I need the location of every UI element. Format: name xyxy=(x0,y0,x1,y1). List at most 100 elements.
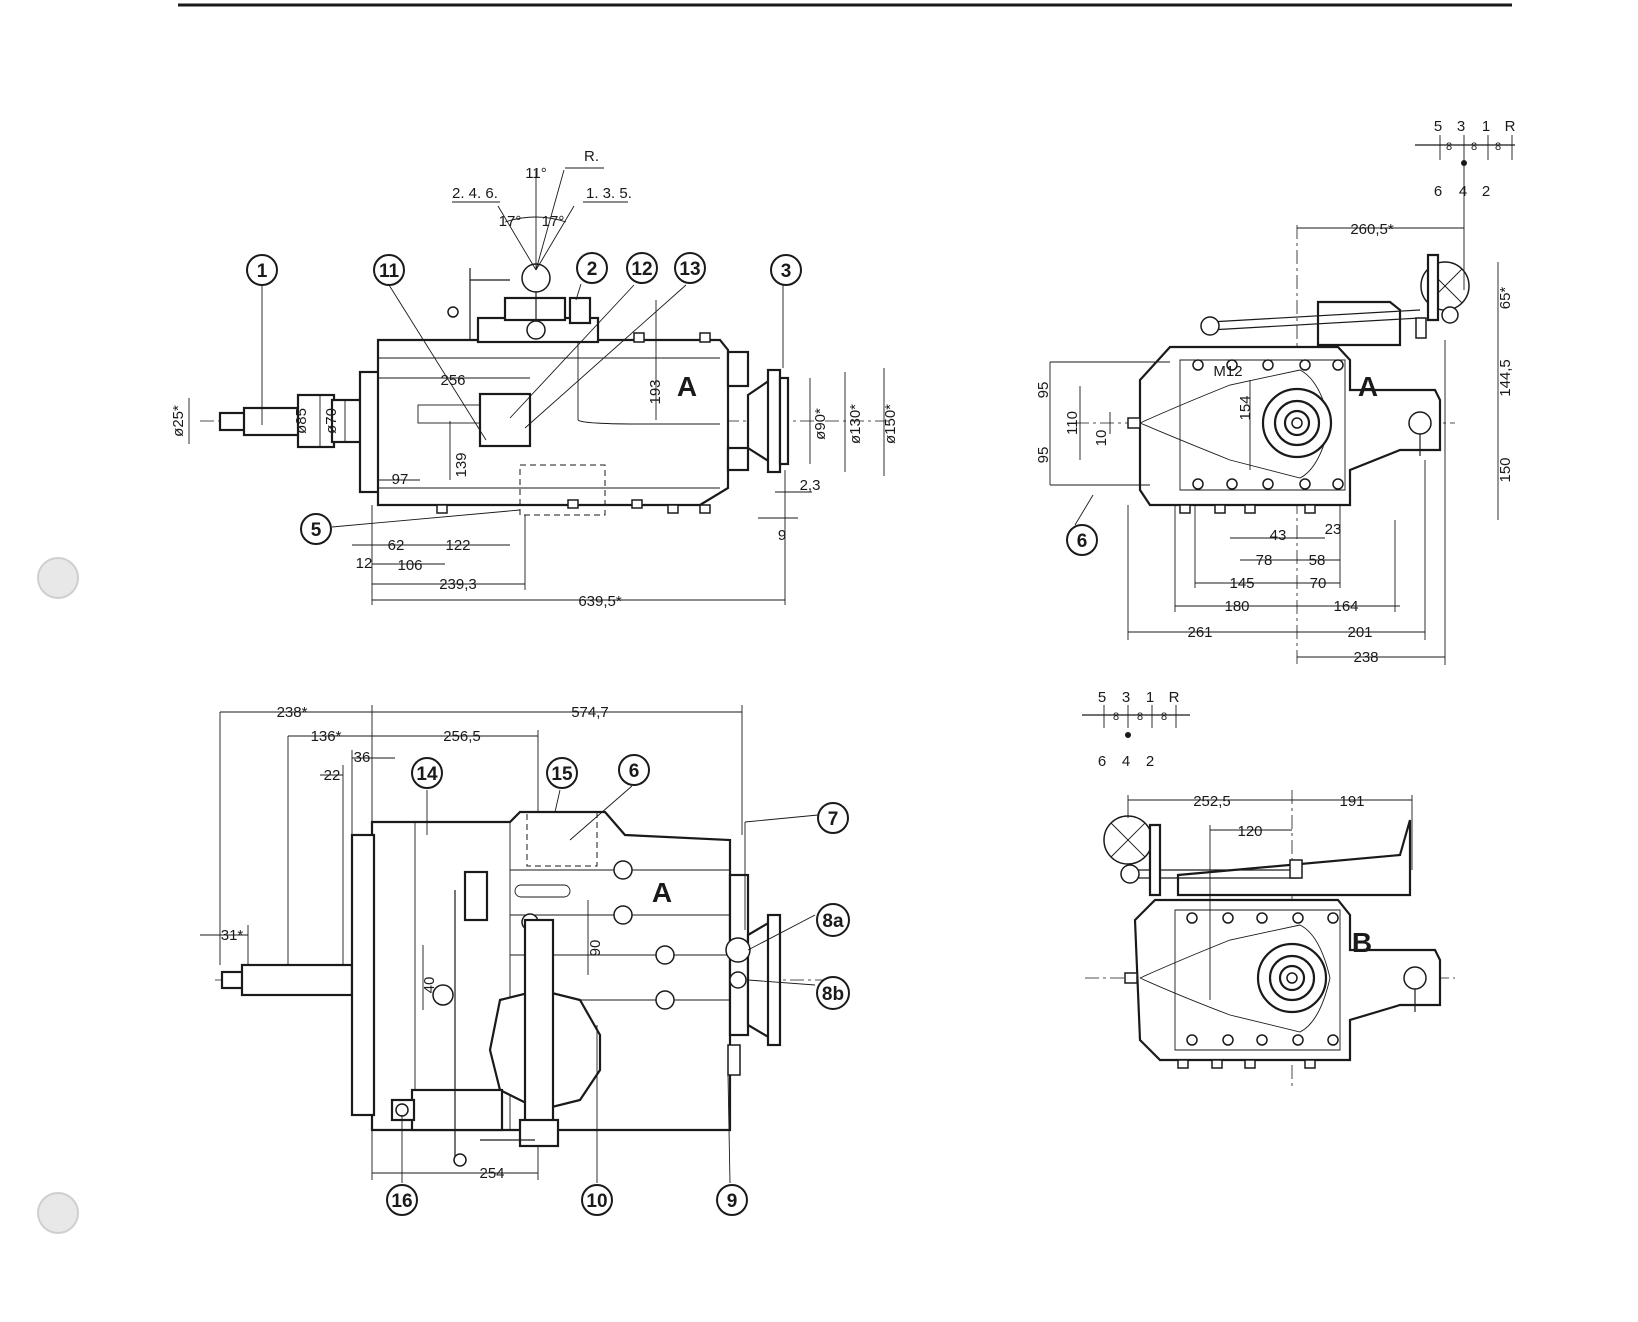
dim-58: 58 xyxy=(1309,552,1326,569)
pattern-bottom-gap-1: 8 xyxy=(1113,711,1119,723)
label-m12: M12 xyxy=(1213,363,1242,380)
callout-12: 12 xyxy=(631,259,652,280)
dim-95-upper: 95 xyxy=(1035,382,1052,399)
dim-97: 97 xyxy=(392,471,409,488)
dim-193: 193 xyxy=(647,379,664,404)
dim-256: 256 xyxy=(440,372,465,389)
pattern-top-6: 6 xyxy=(1434,183,1442,200)
binder-hole-lower xyxy=(37,1192,79,1234)
dim-122: 122 xyxy=(445,537,470,554)
labels-bottom-left: 238* 574,7 136* 256,5 36 22 31* 90 40 25… xyxy=(221,704,850,1216)
dim-95-lower: 95 xyxy=(1035,447,1052,464)
dim-261: 261 xyxy=(1187,624,1212,641)
callouts-top-left: 1 11 2 12 13 3 5 xyxy=(246,252,802,545)
pattern-bottom-r: R xyxy=(1169,689,1180,706)
dim-239-3: 239,3 xyxy=(439,576,477,593)
dim-d150: ø150* xyxy=(882,404,899,444)
view-bottom-right-end xyxy=(1082,705,1455,1090)
dim-201: 201 xyxy=(1347,624,1372,641)
dim-110: 110 xyxy=(1064,411,1081,435)
dim-d25: ø25* xyxy=(170,405,187,437)
housing-letter-top-right: A xyxy=(1358,371,1378,402)
dim-12: 12 xyxy=(356,555,373,572)
dim-d130: ø130* xyxy=(847,404,864,444)
dim-d90: ø90* xyxy=(812,408,829,440)
plate-bolts-top-right xyxy=(1192,359,1344,490)
angle-11: 11° xyxy=(525,165,547,182)
dim-238: 238 xyxy=(1353,649,1378,666)
labels-bottom-right: 5 3 1 R 8 8 8 6 4 2 252,5 191 120 B xyxy=(1098,689,1372,958)
callout-13: 13 xyxy=(679,259,700,280)
dim-639-5: 639,5* xyxy=(578,593,622,610)
pattern-top-gap-3: 8 xyxy=(1495,141,1501,153)
dim-d85: ø85 xyxy=(293,408,310,434)
callout-6-bottom: 6 xyxy=(629,761,640,782)
view-bottom-left-plan xyxy=(200,705,830,1184)
housing-letter-top-left: A xyxy=(677,371,697,402)
callout-16: 16 xyxy=(391,1191,412,1212)
dim-31: 31* xyxy=(221,927,244,944)
dim-260-5: 260,5* xyxy=(1350,221,1394,238)
dim-256-5: 256,5 xyxy=(443,728,481,745)
callout-6-top: 6 xyxy=(1077,531,1088,552)
pattern-top-1: 1 xyxy=(1482,118,1490,135)
pattern-top-r: R xyxy=(1505,118,1516,135)
pattern-top-gap-1: 8 xyxy=(1446,141,1452,153)
dim-36: 36 xyxy=(354,749,371,766)
callout-1: 1 xyxy=(257,261,268,282)
dim-574-7: 574,7 xyxy=(571,704,609,721)
dim-252-5: 252,5 xyxy=(1193,793,1231,810)
lever-label-246: 2. 4. 6. xyxy=(452,185,498,202)
lever-label-135: 1. 3. 5. xyxy=(586,185,632,202)
dim-40: 40 xyxy=(421,977,438,994)
binder-hole-upper xyxy=(37,557,79,599)
pattern-top-5: 5 xyxy=(1434,118,1442,135)
callout-7: 7 xyxy=(828,809,839,830)
callout-10: 10 xyxy=(586,1191,607,1212)
dim-180: 180 xyxy=(1224,598,1249,615)
dim-2-3: 2,3 xyxy=(800,477,821,494)
callout-9: 9 xyxy=(727,1191,738,1212)
housing-letter-bottom-left: A xyxy=(652,877,672,908)
dim-22: 22 xyxy=(324,767,341,784)
dim-d70: ø70 xyxy=(323,408,340,434)
dim-10: 10 xyxy=(1093,430,1110,447)
callout-3: 3 xyxy=(781,261,792,282)
callout-8a: 8a xyxy=(822,911,844,932)
callout-5: 5 xyxy=(311,520,322,541)
callout-14: 14 xyxy=(416,764,438,785)
dim-254: 254 xyxy=(479,1165,504,1182)
pattern-top-4: 4 xyxy=(1459,183,1467,200)
dim-164: 164 xyxy=(1333,598,1358,615)
dim-238-bottom: 238* xyxy=(277,704,308,721)
pattern-top-gap-2: 8 xyxy=(1471,141,1477,153)
view-top-right-end xyxy=(1049,135,1515,665)
dim-120: 120 xyxy=(1237,823,1262,840)
lever-label-r: R. xyxy=(584,148,599,165)
pattern-bottom-3: 3 xyxy=(1122,689,1130,706)
angle-17-left: 17° xyxy=(499,213,522,230)
pattern-bottom-gap-3: 8 xyxy=(1161,711,1167,723)
pattern-bottom-gap-2: 8 xyxy=(1137,711,1143,723)
labels-top-right: 5 3 1 R 8 8 8 6 4 2 260,5* 65* 144,5 150… xyxy=(1035,118,1516,666)
dim-136: 136* xyxy=(311,728,342,745)
dim-62: 62 xyxy=(388,537,405,554)
dim-70: 70 xyxy=(1310,575,1327,592)
view-top-left-side xyxy=(188,167,890,605)
pattern-bottom-4: 4 xyxy=(1122,753,1130,770)
dim-150: 150 xyxy=(1497,457,1514,482)
dim-145: 145 xyxy=(1229,575,1254,592)
labels-top-left: 11° R. 2. 4. 6. 1. 3. 5. 17° 17° ø25* ø8… xyxy=(170,148,899,610)
pattern-bottom-1: 1 xyxy=(1146,689,1154,706)
dim-23: 23 xyxy=(1325,521,1342,538)
housing-letter-bottom-right: B xyxy=(1352,927,1372,958)
angle-17-right: 17° xyxy=(542,213,565,230)
dim-90-plan: 90 xyxy=(587,940,604,957)
callout-15: 15 xyxy=(551,764,573,785)
dim-154: 154 xyxy=(1237,395,1254,420)
pattern-bottom-5: 5 xyxy=(1098,689,1106,706)
pattern-bottom-6: 6 xyxy=(1098,753,1106,770)
dim-65: 65* xyxy=(1497,287,1514,310)
dim-9: 9 xyxy=(778,527,786,544)
